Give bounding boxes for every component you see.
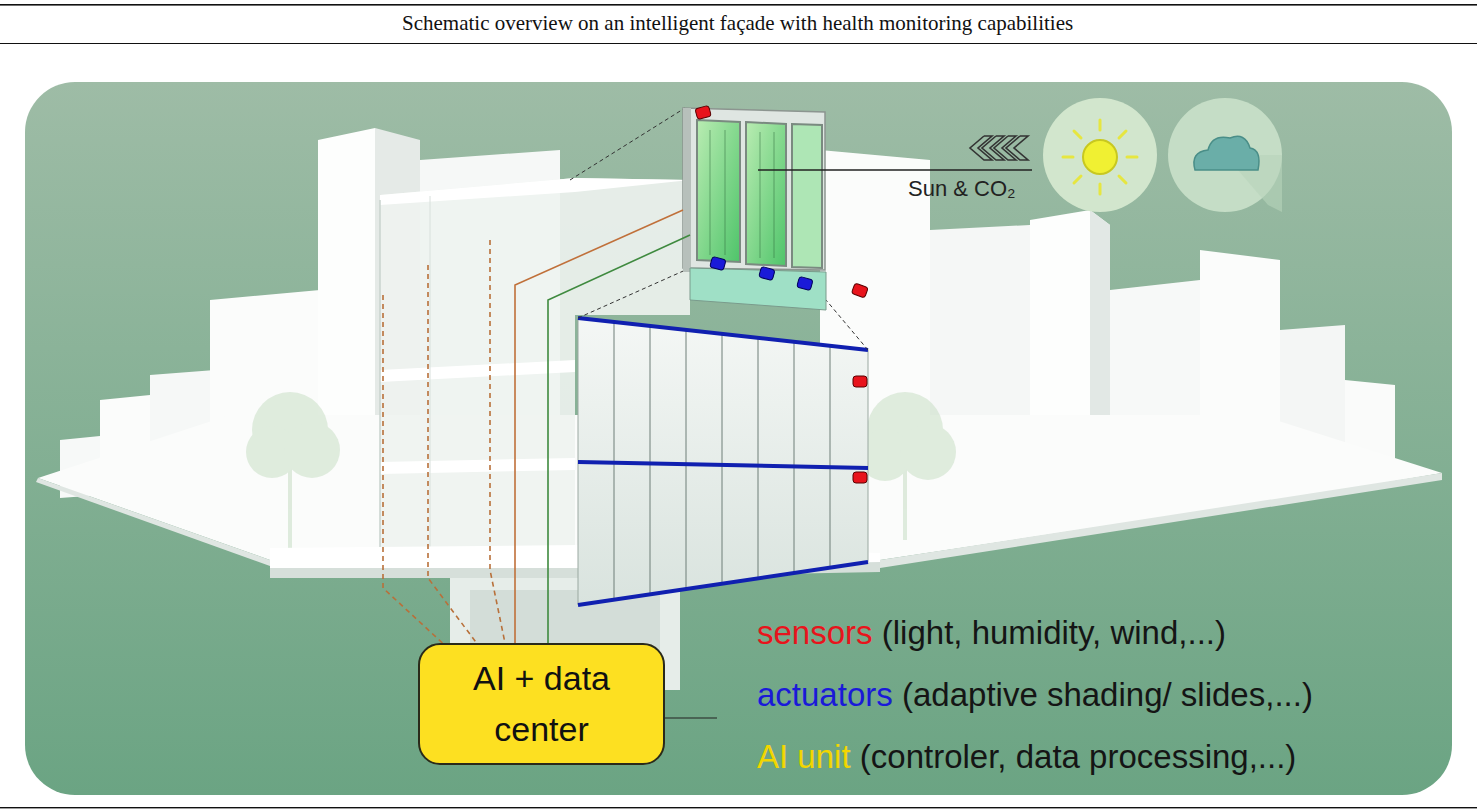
sensor-markers bbox=[695, 105, 868, 483]
environment-icons-part bbox=[1043, 98, 1157, 212]
facade-module-part-part bbox=[725, 130, 726, 255]
environment-icons bbox=[758, 98, 1282, 212]
wiring bbox=[383, 210, 717, 718]
sensor-markers-part bbox=[695, 105, 711, 119]
environment-icons-part-part bbox=[1099, 120, 1102, 130]
node-label: AI + data center bbox=[434, 653, 649, 755]
central-building-part-part bbox=[650, 326, 651, 594]
background-city-part bbox=[318, 128, 375, 450]
environment-icons-part-part bbox=[1119, 176, 1126, 183]
environment-icons-part-part bbox=[1099, 184, 1102, 194]
actuator-markers-part bbox=[797, 276, 813, 290]
facade-module-part-part bbox=[760, 132, 761, 258]
facade-module-part bbox=[683, 108, 691, 272]
legend-description: (adaptive shading/ slides,...) bbox=[902, 676, 1313, 714]
environment-icons-part-part bbox=[1127, 156, 1137, 159]
legend-description: (light, humidity, wind,...) bbox=[882, 614, 1226, 652]
central-building-part-part bbox=[578, 268, 690, 318]
sun-co2-label: Sun & CO₂ bbox=[908, 176, 1016, 202]
wiring-part bbox=[490, 240, 505, 643]
actuator-markers-part bbox=[759, 266, 775, 280]
facade-module-part-part bbox=[710, 130, 711, 255]
frame-rules-part bbox=[0, 4, 1477, 6]
environment-icons-part bbox=[758, 169, 1032, 171]
legend-text: actuators bbox=[757, 676, 893, 713]
central-building-part bbox=[614, 322, 830, 600]
central-building-part bbox=[430, 196, 431, 560]
central-building-part bbox=[570, 108, 868, 350]
frame-rules bbox=[0, 4, 1477, 808]
sensor-markers-part bbox=[853, 376, 867, 387]
green-panel bbox=[25, 82, 1452, 795]
central-building-part-part bbox=[758, 338, 759, 578]
central-building-part-part bbox=[794, 342, 795, 573]
environment-icons-part bbox=[970, 136, 1028, 160]
central-building-part bbox=[380, 360, 575, 382]
central-building-part-part bbox=[578, 562, 868, 605]
facade-module-part bbox=[697, 120, 740, 262]
environment-icons-part-part bbox=[1063, 156, 1073, 159]
facade-module-part bbox=[710, 130, 774, 258]
actuator-markers bbox=[710, 256, 813, 290]
central-building-part-part bbox=[578, 462, 868, 468]
central-building-part-part bbox=[722, 334, 723, 584]
facade-module-part bbox=[746, 122, 786, 266]
legend-row: actuators(adaptive shading/ slides,...) bbox=[757, 676, 1313, 714]
facade-module-part bbox=[683, 108, 825, 270]
green-panel-part bbox=[25, 82, 1452, 795]
figure-title: Schematic overview on an intelligent faç… bbox=[402, 11, 1073, 36]
actuator-markers-part bbox=[710, 256, 726, 270]
legend-color-word: actuators bbox=[757, 676, 893, 714]
facade-module bbox=[683, 108, 826, 310]
environment-icons-part-part bbox=[1074, 176, 1081, 183]
background-city-part bbox=[36, 478, 270, 566]
central-building-part-part bbox=[830, 346, 831, 567]
environment-icons-part-part bbox=[1074, 131, 1081, 138]
central-building-part-part bbox=[686, 330, 687, 589]
central-building-part bbox=[380, 458, 575, 474]
wiring-part bbox=[548, 235, 690, 643]
sensor-markers-part bbox=[851, 283, 868, 298]
central-building-part bbox=[380, 178, 690, 205]
central-building bbox=[270, 108, 880, 690]
frame-rules-part bbox=[0, 807, 1477, 808]
sensor-markers-part bbox=[853, 472, 867, 483]
facade-module-part bbox=[792, 124, 822, 268]
wiring-part bbox=[665, 717, 717, 718]
legend-text: sensors bbox=[757, 614, 873, 651]
wiring-part bbox=[383, 295, 450, 650]
wiring-part bbox=[515, 210, 683, 643]
legend-description: (controler, data processing,...) bbox=[860, 738, 1297, 776]
central-building-part bbox=[578, 318, 868, 605]
frame-rules-part bbox=[0, 43, 1477, 44]
environment-icons-part bbox=[1063, 120, 1137, 194]
facade-module-part bbox=[690, 268, 826, 310]
environment-icons-part bbox=[1168, 98, 1282, 212]
central-building-part bbox=[578, 318, 868, 605]
environment-icons-part bbox=[1083, 140, 1117, 174]
central-building-part-part bbox=[578, 318, 868, 350]
environment-icons-part-part bbox=[1194, 136, 1259, 170]
legend-text: AI unit bbox=[757, 738, 851, 775]
wiring-part bbox=[428, 265, 478, 645]
trees-part bbox=[900, 424, 956, 480]
central-building-part-part bbox=[826, 300, 868, 350]
legend-color-word: AI unit bbox=[757, 738, 851, 776]
environment-icons-part-part bbox=[1006, 136, 1028, 160]
background-city-part bbox=[880, 473, 1442, 568]
facade-module-part-part bbox=[774, 132, 775, 258]
environment-icons-part bbox=[1194, 136, 1259, 170]
environment-icons-part-part bbox=[1119, 131, 1126, 138]
legend-color-word: sensors bbox=[757, 614, 873, 652]
central-building-part-part bbox=[570, 108, 685, 180]
legend-row: AI unit(controler, data processing,...) bbox=[757, 738, 1296, 776]
legend-row: sensors(light, humidity, wind,...) bbox=[757, 614, 1226, 652]
ai-data-center-box: AI + data center bbox=[418, 643, 665, 765]
central-building-part bbox=[379, 200, 381, 560]
trees-part bbox=[284, 422, 340, 478]
